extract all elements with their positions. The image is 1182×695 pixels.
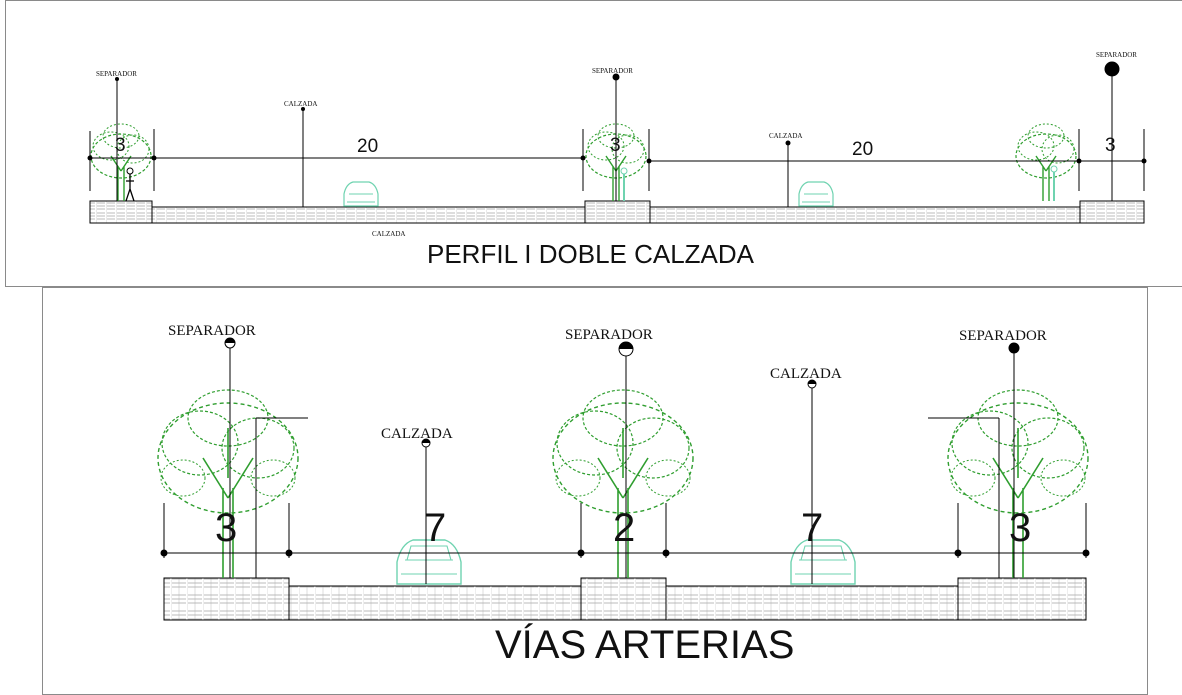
label-markers bbox=[115, 61, 1120, 146]
label-separador: SEPARADOR bbox=[96, 70, 137, 78]
label-calzada: CALZADA bbox=[372, 230, 405, 238]
separator-pavement bbox=[89, 200, 153, 224]
profile-panel-doble-calzada: SEPARADOR CALZADA SEPARADOR CALZADA SEPA… bbox=[5, 0, 1182, 287]
profile-drawing-2: SEPARADOR CALZADA SEPARADOR CALZADA SEPA… bbox=[157, 323, 1090, 667]
roadway-pavement bbox=[288, 585, 582, 621]
dimension-value: 20 bbox=[852, 139, 873, 160]
profile-title: VÍAS ARTERIAS bbox=[495, 622, 794, 667]
separator-pavement bbox=[957, 577, 1087, 621]
separator-pavement bbox=[584, 200, 651, 224]
pedestrian-icon bbox=[125, 167, 135, 202]
roadway-pavement bbox=[649, 206, 1081, 224]
dimension-value: 3 bbox=[610, 135, 621, 156]
dimension-value: 2 bbox=[613, 506, 635, 550]
label-calzada: CALZADA bbox=[381, 426, 453, 442]
dimension-ticks bbox=[160, 549, 1090, 557]
roadway-pavement bbox=[151, 206, 586, 224]
label-separador: SEPARADOR bbox=[959, 328, 1047, 344]
separator-pavement bbox=[580, 577, 667, 621]
car-icon bbox=[798, 181, 834, 207]
label-separador: SEPARADOR bbox=[592, 67, 633, 75]
dimension-value: 3 bbox=[1009, 506, 1031, 550]
label-leaders bbox=[229, 345, 1015, 584]
tree-icon bbox=[1015, 123, 1077, 202]
label-calzada: CALZADA bbox=[769, 132, 802, 140]
dimension-value: 3 bbox=[115, 135, 126, 156]
dimension-value: 7 bbox=[424, 506, 446, 550]
separator-pavement bbox=[163, 577, 290, 621]
label-leaders bbox=[116, 71, 1113, 207]
dimension-value: 7 bbox=[801, 506, 823, 550]
car-icon bbox=[343, 181, 379, 207]
dimension-ticks bbox=[87, 155, 1147, 164]
label-separador: SEPARADOR bbox=[565, 327, 653, 343]
pedestrian-icon bbox=[620, 167, 628, 201]
pedestrian-icon bbox=[1050, 165, 1058, 201]
dimension-value: 3 bbox=[1105, 135, 1116, 156]
profile-panel-vias-arterias: SEPARADOR CALZADA SEPARADOR CALZADA SEPA… bbox=[42, 287, 1148, 695]
label-calzada: CALZADA bbox=[284, 100, 317, 108]
roadway-pavement bbox=[665, 585, 959, 621]
separator-pavement bbox=[1079, 200, 1145, 224]
label-separador: SEPARADOR bbox=[168, 323, 256, 339]
profile-drawing-1: SEPARADOR CALZADA SEPARADOR CALZADA SEPA… bbox=[87, 51, 1147, 269]
profile-title: PERFIL I DOBLE CALZADA bbox=[427, 239, 755, 269]
dimension-value: 20 bbox=[357, 136, 378, 157]
label-separador: SEPARADOR bbox=[1096, 51, 1137, 59]
label-markers bbox=[224, 337, 1020, 448]
label-calzada: CALZADA bbox=[770, 366, 842, 382]
dimension-lines bbox=[163, 417, 1087, 578]
dimension-value: 3 bbox=[215, 506, 237, 550]
